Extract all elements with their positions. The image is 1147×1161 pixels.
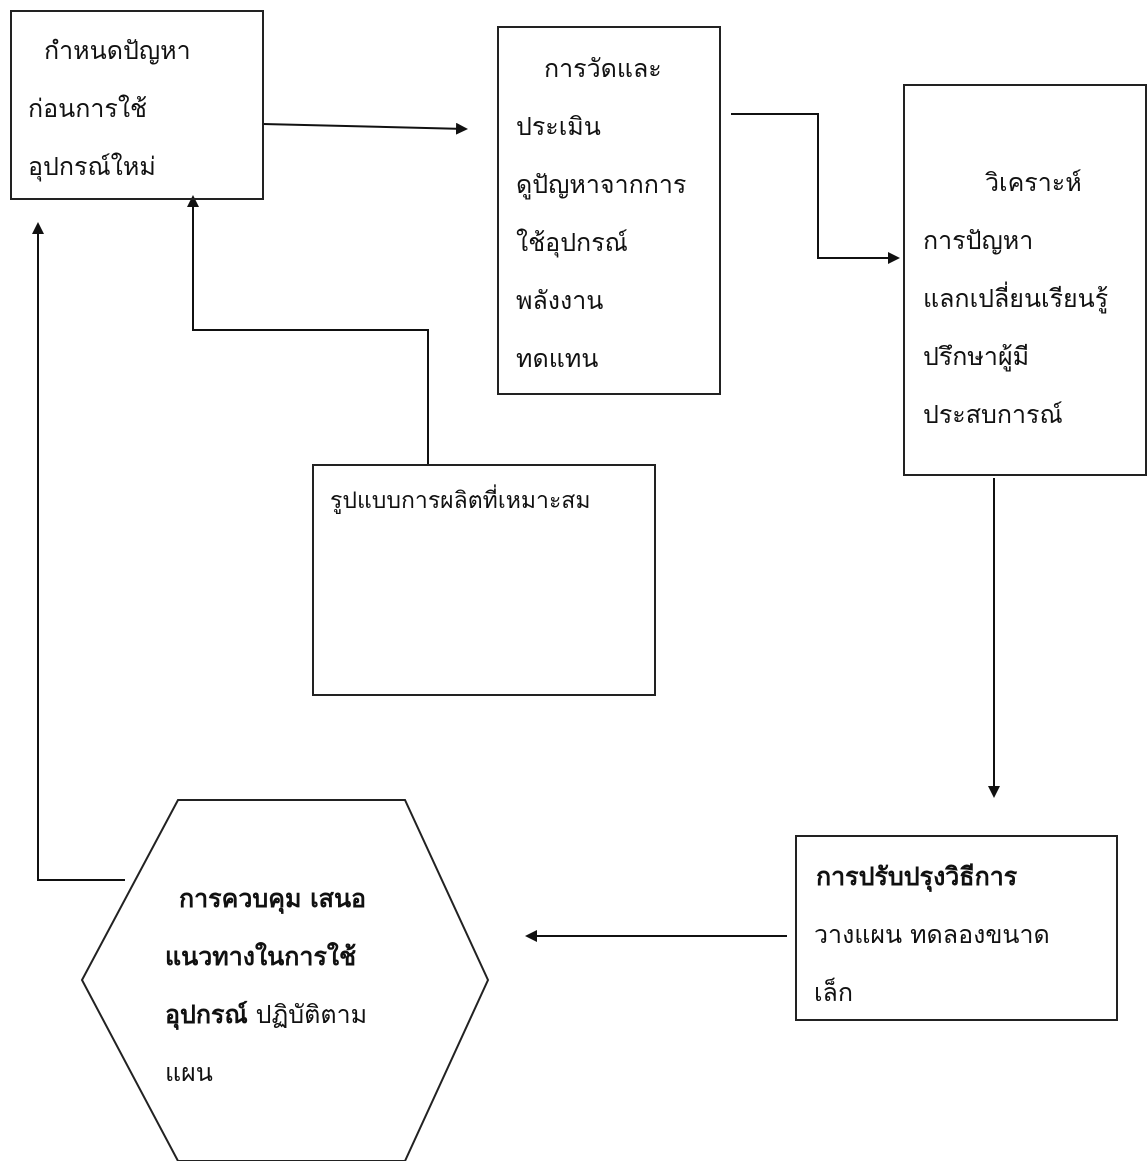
define-problem-line-1: กำหนดปัญหา	[44, 36, 191, 65]
define-problem-line-3: อุปกรณ์ใหม่	[28, 152, 156, 181]
define-problem-line-2: ก่อนการใช้	[28, 94, 148, 123]
analyze-line-5: ประสบการณ์	[923, 400, 1063, 429]
analyze-line-1: วิเคราะห์	[985, 168, 1082, 197]
control-hexagon	[80, 799, 490, 1161]
node-analyze	[903, 84, 1147, 476]
node-define-problem	[10, 10, 264, 200]
production-line-1: รูปแบบการผลิตที่เหมาะสม	[330, 488, 591, 514]
analyze-line-3: แลกเปลี่ยนเรียนรู้	[923, 284, 1109, 313]
control-line-3: อุปกรณ์ ปฏิบัติตาม	[165, 986, 367, 1044]
arrow-control-to-define	[32, 222, 125, 881]
arrow-production-to-define	[187, 195, 429, 464]
node-production-model	[312, 464, 656, 696]
arrow-measure-to-analyze	[731, 113, 900, 264]
control-line-3-tail: ปฏิบัติตาม	[247, 1000, 368, 1029]
control-text: การควบคุม เสนอ แนวทางในการใช้ อุปกรณ์ ปฏ…	[165, 870, 367, 1102]
node-improve-method	[795, 835, 1118, 1021]
node-measure-evaluate	[497, 26, 721, 395]
analyze-line-4: ปรึกษาผู้มี	[923, 342, 1030, 371]
arrow-define-to-measure	[262, 122, 468, 135]
control-line-3-bold: อุปกรณ์	[165, 1000, 248, 1029]
measure-line-5: พลังงาน	[516, 286, 604, 315]
measure-line-6: ทดแทน	[516, 344, 599, 373]
control-line-1: การควบคุม เสนอ	[179, 884, 367, 913]
control-line-2: แนวทางในการใช้	[165, 942, 357, 971]
analyze-text: วิเคราะห์ การปัญหา แลกเปลี่ยนเรียนรู้ ปร…	[923, 154, 1108, 444]
improve-method-text: การปรับปรุงวิธีการ วางแผน ทดลองขนาด เล็ก	[814, 848, 1050, 1022]
improve-line-1: วางแผน ทดลองขนาด	[814, 920, 1050, 949]
analyze-line-2: การปัญหา	[923, 226, 1034, 255]
measure-line-2: ประเมิน	[516, 112, 601, 141]
measure-line-1: การวัดและ	[544, 54, 662, 83]
control-line-4: แผน	[165, 1058, 213, 1087]
measure-evaluate-text: การวัดและ ประเมิน ดูปัญหาจากการ ใช้อุปกร…	[516, 40, 686, 388]
measure-line-4: ใช้อุปกรณ์	[516, 228, 628, 257]
improve-title: การปรับปรุงวิธีการ	[816, 862, 1018, 891]
production-model-text: รูปแบบการผลิตที่เหมาะสม	[330, 472, 591, 530]
improve-line-2: เล็ก	[814, 978, 854, 1007]
measure-line-3: ดูปัญหาจากการ	[516, 170, 687, 199]
define-problem-text: กำหนดปัญหา ก่อนการใช้ อุปกรณ์ใหม่	[28, 22, 191, 196]
